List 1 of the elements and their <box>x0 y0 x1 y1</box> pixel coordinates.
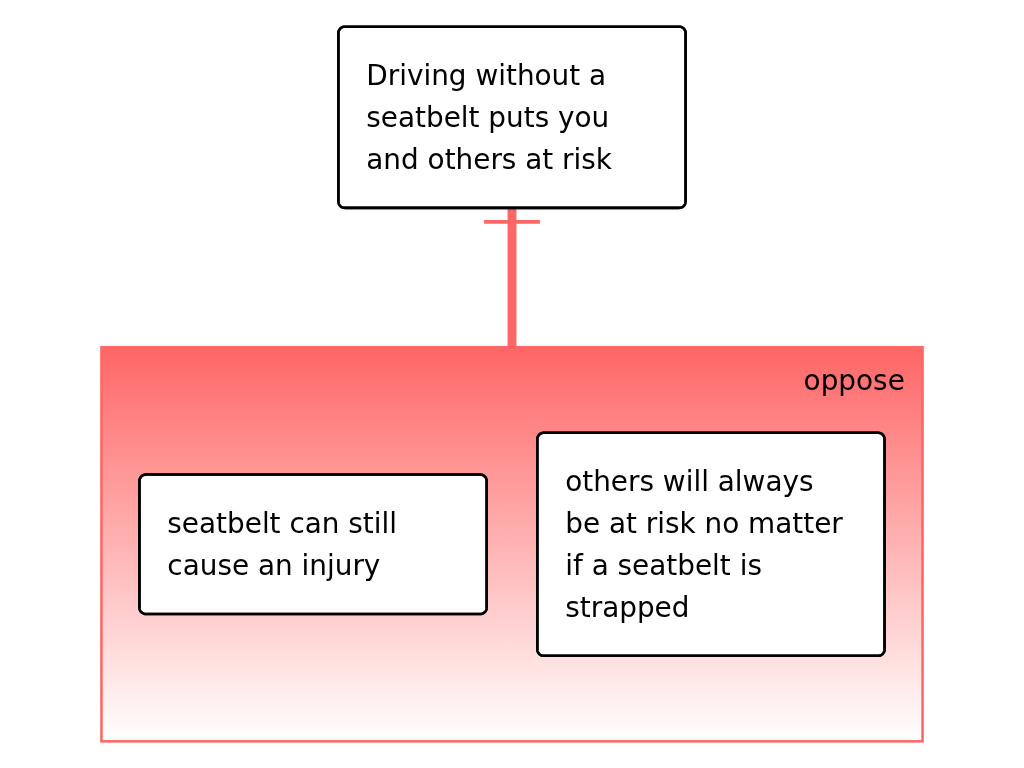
connector <box>482 207 542 348</box>
